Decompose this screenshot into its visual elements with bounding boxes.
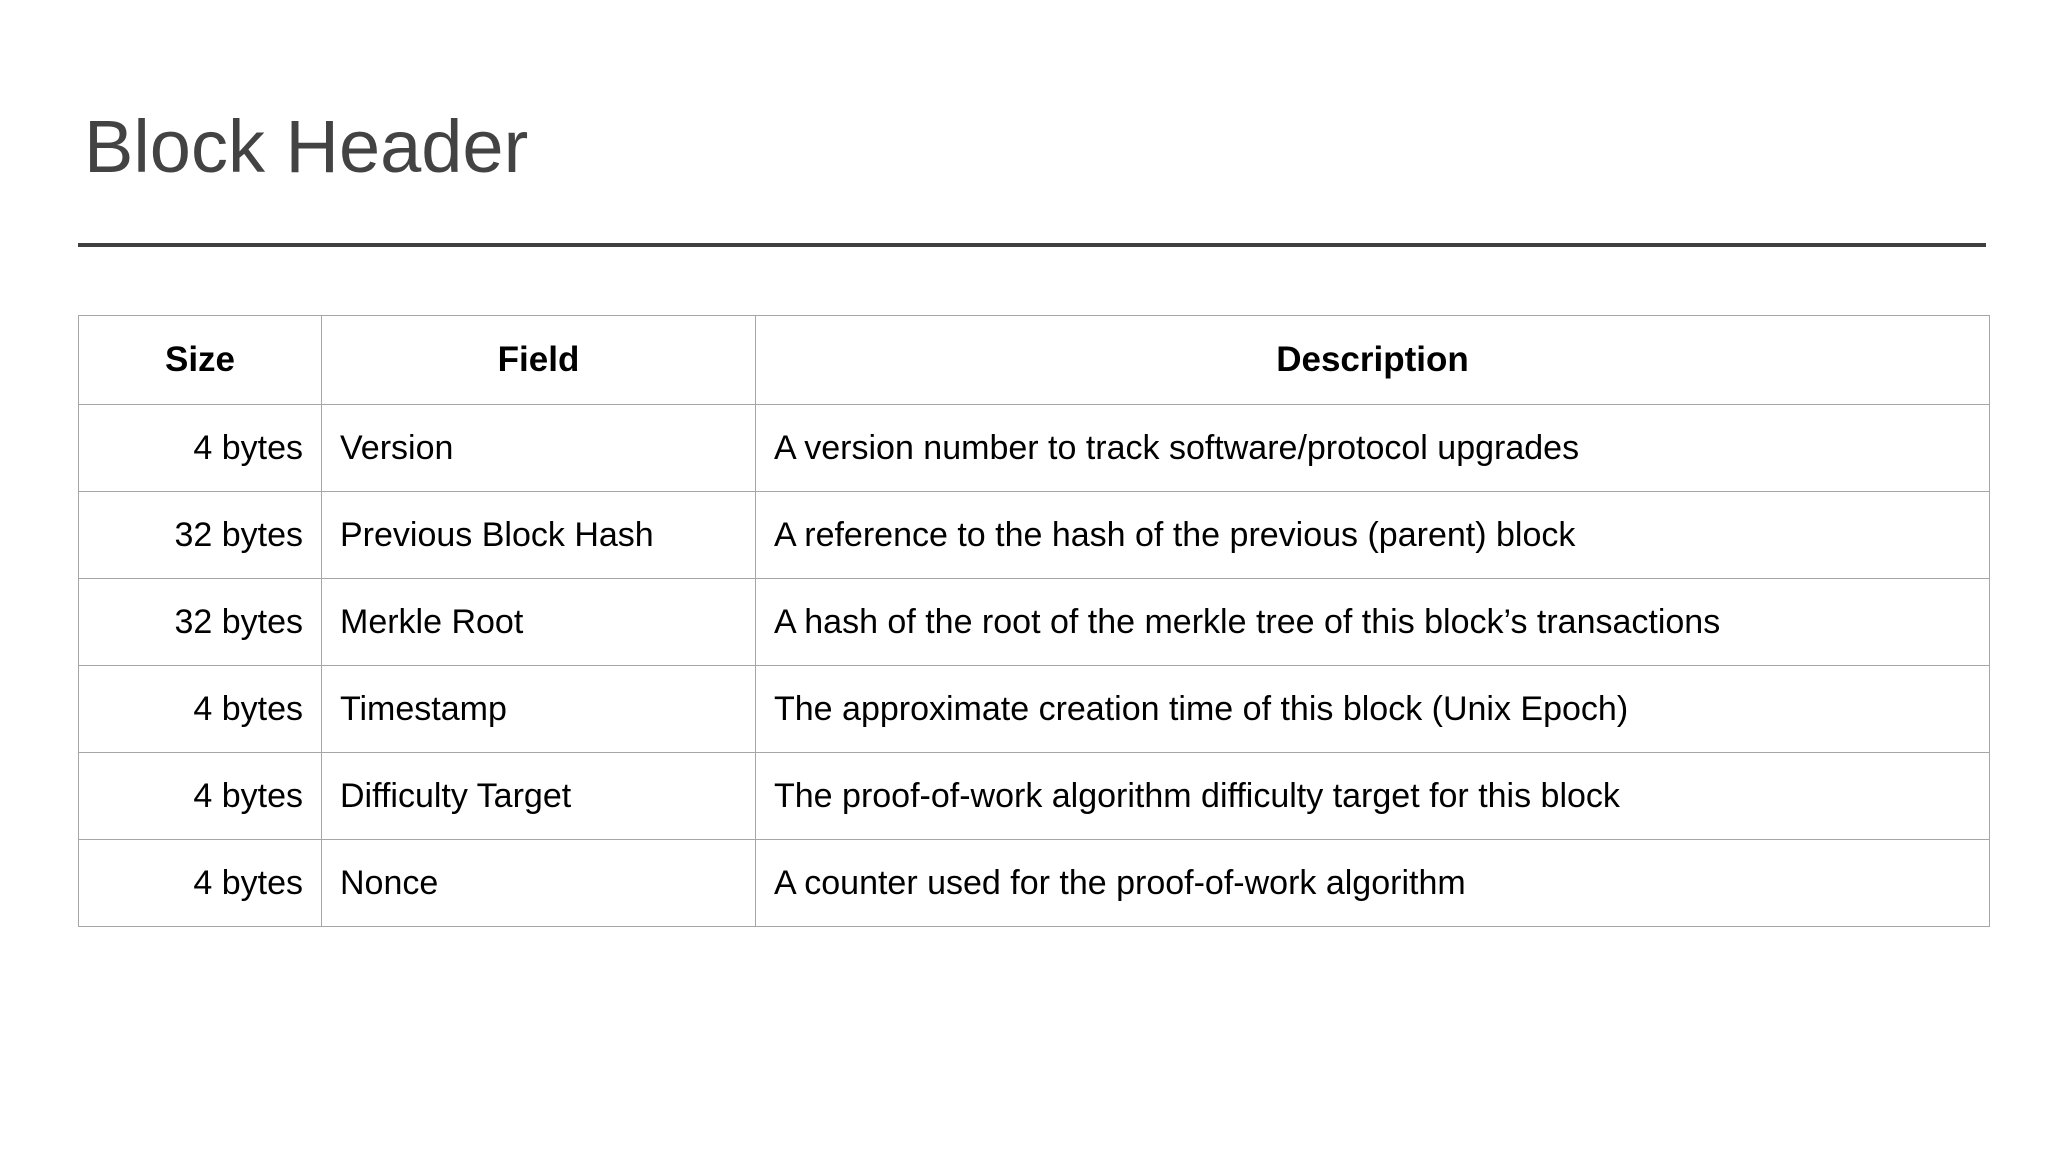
cell-description: The approximate creation time of this bl…: [755, 665, 1990, 753]
cell-size: 4 bytes: [78, 752, 322, 840]
table-row: 4 bytes Version A version number to trac…: [78, 404, 1990, 492]
block-header-table: Size Field Description 4 bytes Version A…: [78, 315, 1990, 927]
column-header-field: Field: [321, 315, 756, 405]
cell-size: 4 bytes: [78, 839, 322, 927]
cell-description: A hash of the root of the merkle tree of…: [755, 578, 1990, 666]
page-title: Block Header: [84, 105, 529, 188]
block-header-table-container: Size Field Description 4 bytes Version A…: [78, 315, 1990, 927]
column-header-size: Size: [78, 315, 322, 405]
cell-description: A version number to track software/proto…: [755, 404, 1990, 492]
cell-field: Difficulty Target: [321, 752, 756, 840]
cell-size: 32 bytes: [78, 578, 322, 666]
title-divider: [78, 243, 1986, 247]
table-row: 4 bytes Difficulty Target The proof-of-w…: [78, 752, 1990, 840]
table-row: 32 bytes Merkle Root A hash of the root …: [78, 578, 1990, 666]
cell-size: 32 bytes: [78, 491, 322, 579]
table-row: 32 bytes Previous Block Hash A reference…: [78, 491, 1990, 579]
table-body: 4 bytes Version A version number to trac…: [78, 404, 1990, 927]
cell-size: 4 bytes: [78, 665, 322, 753]
cell-size: 4 bytes: [78, 404, 322, 492]
cell-field: Previous Block Hash: [321, 491, 756, 579]
table-head: Size Field Description: [78, 315, 1990, 405]
cell-field: Merkle Root: [321, 578, 756, 666]
cell-field: Timestamp: [321, 665, 756, 753]
table-row: 4 bytes Nonce A counter used for the pro…: [78, 839, 1990, 927]
column-header-description: Description: [755, 315, 1990, 405]
table-header-row: Size Field Description: [78, 315, 1990, 405]
cell-description: A counter used for the proof-of-work alg…: [755, 839, 1990, 927]
table-row: 4 bytes Timestamp The approximate creati…: [78, 665, 1990, 753]
cell-description: A reference to the hash of the previous …: [755, 491, 1990, 579]
cell-field: Nonce: [321, 839, 756, 927]
cell-field: Version: [321, 404, 756, 492]
cell-description: The proof-of-work algorithm difficulty t…: [755, 752, 1990, 840]
